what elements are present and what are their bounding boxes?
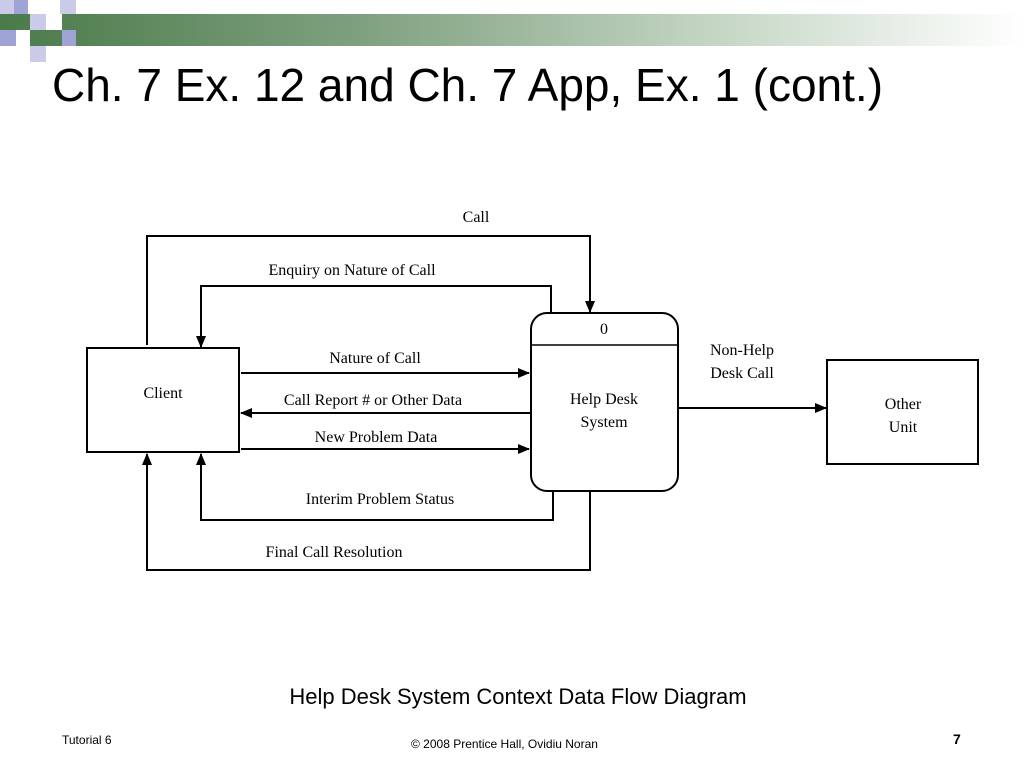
slide-title: Ch. 7 Ex. 12 and Ch. 7 App, Ex. 1 (cont.…: [52, 59, 884, 111]
client-label: Client: [143, 385, 183, 402]
title-gradient-bar: [0, 14, 1024, 46]
non-help-flow-label-line1: Non-Help: [710, 342, 774, 359]
final-resolution-flow: [142, 453, 591, 571]
page-number: 7: [953, 731, 961, 747]
help-desk-process: [530, 312, 679, 492]
process-number: 0: [600, 321, 608, 338]
diagram-caption: Help Desk System Context Data Flow Diagr…: [289, 684, 747, 709]
footer-center: © 2008 Prentice Hall, Ovidiu Noran: [411, 737, 598, 751]
call-report-flow-label: Call Report # or Other Data: [284, 392, 462, 409]
enquiry-flow: [196, 285, 552, 348]
call-flow-label: Call: [463, 209, 490, 226]
nature-flow-label: Nature of Call: [329, 350, 421, 367]
other-unit-label-line1: Other: [885, 396, 922, 413]
non-help-flow-label-line2: Desk Call: [710, 365, 774, 382]
interim-status-flow: [196, 453, 554, 521]
interim-status-flow-label: Interim Problem Status: [306, 491, 454, 508]
other-unit-entity: [826, 359, 979, 465]
footer-left: Tutorial 6: [62, 733, 112, 747]
client-entity: [86, 347, 240, 453]
process-name-line2: System: [580, 414, 628, 431]
new-problem-flow-label: New Problem Data: [315, 429, 438, 446]
process-name-line1: Help Desk: [570, 391, 638, 408]
other-unit-label-line2: Unit: [889, 419, 918, 436]
call-flow: [146, 235, 595, 345]
final-resolution-flow-label: Final Call Resolution: [266, 544, 403, 561]
enquiry-flow-label: Enquiry on Nature of Call: [268, 262, 436, 279]
